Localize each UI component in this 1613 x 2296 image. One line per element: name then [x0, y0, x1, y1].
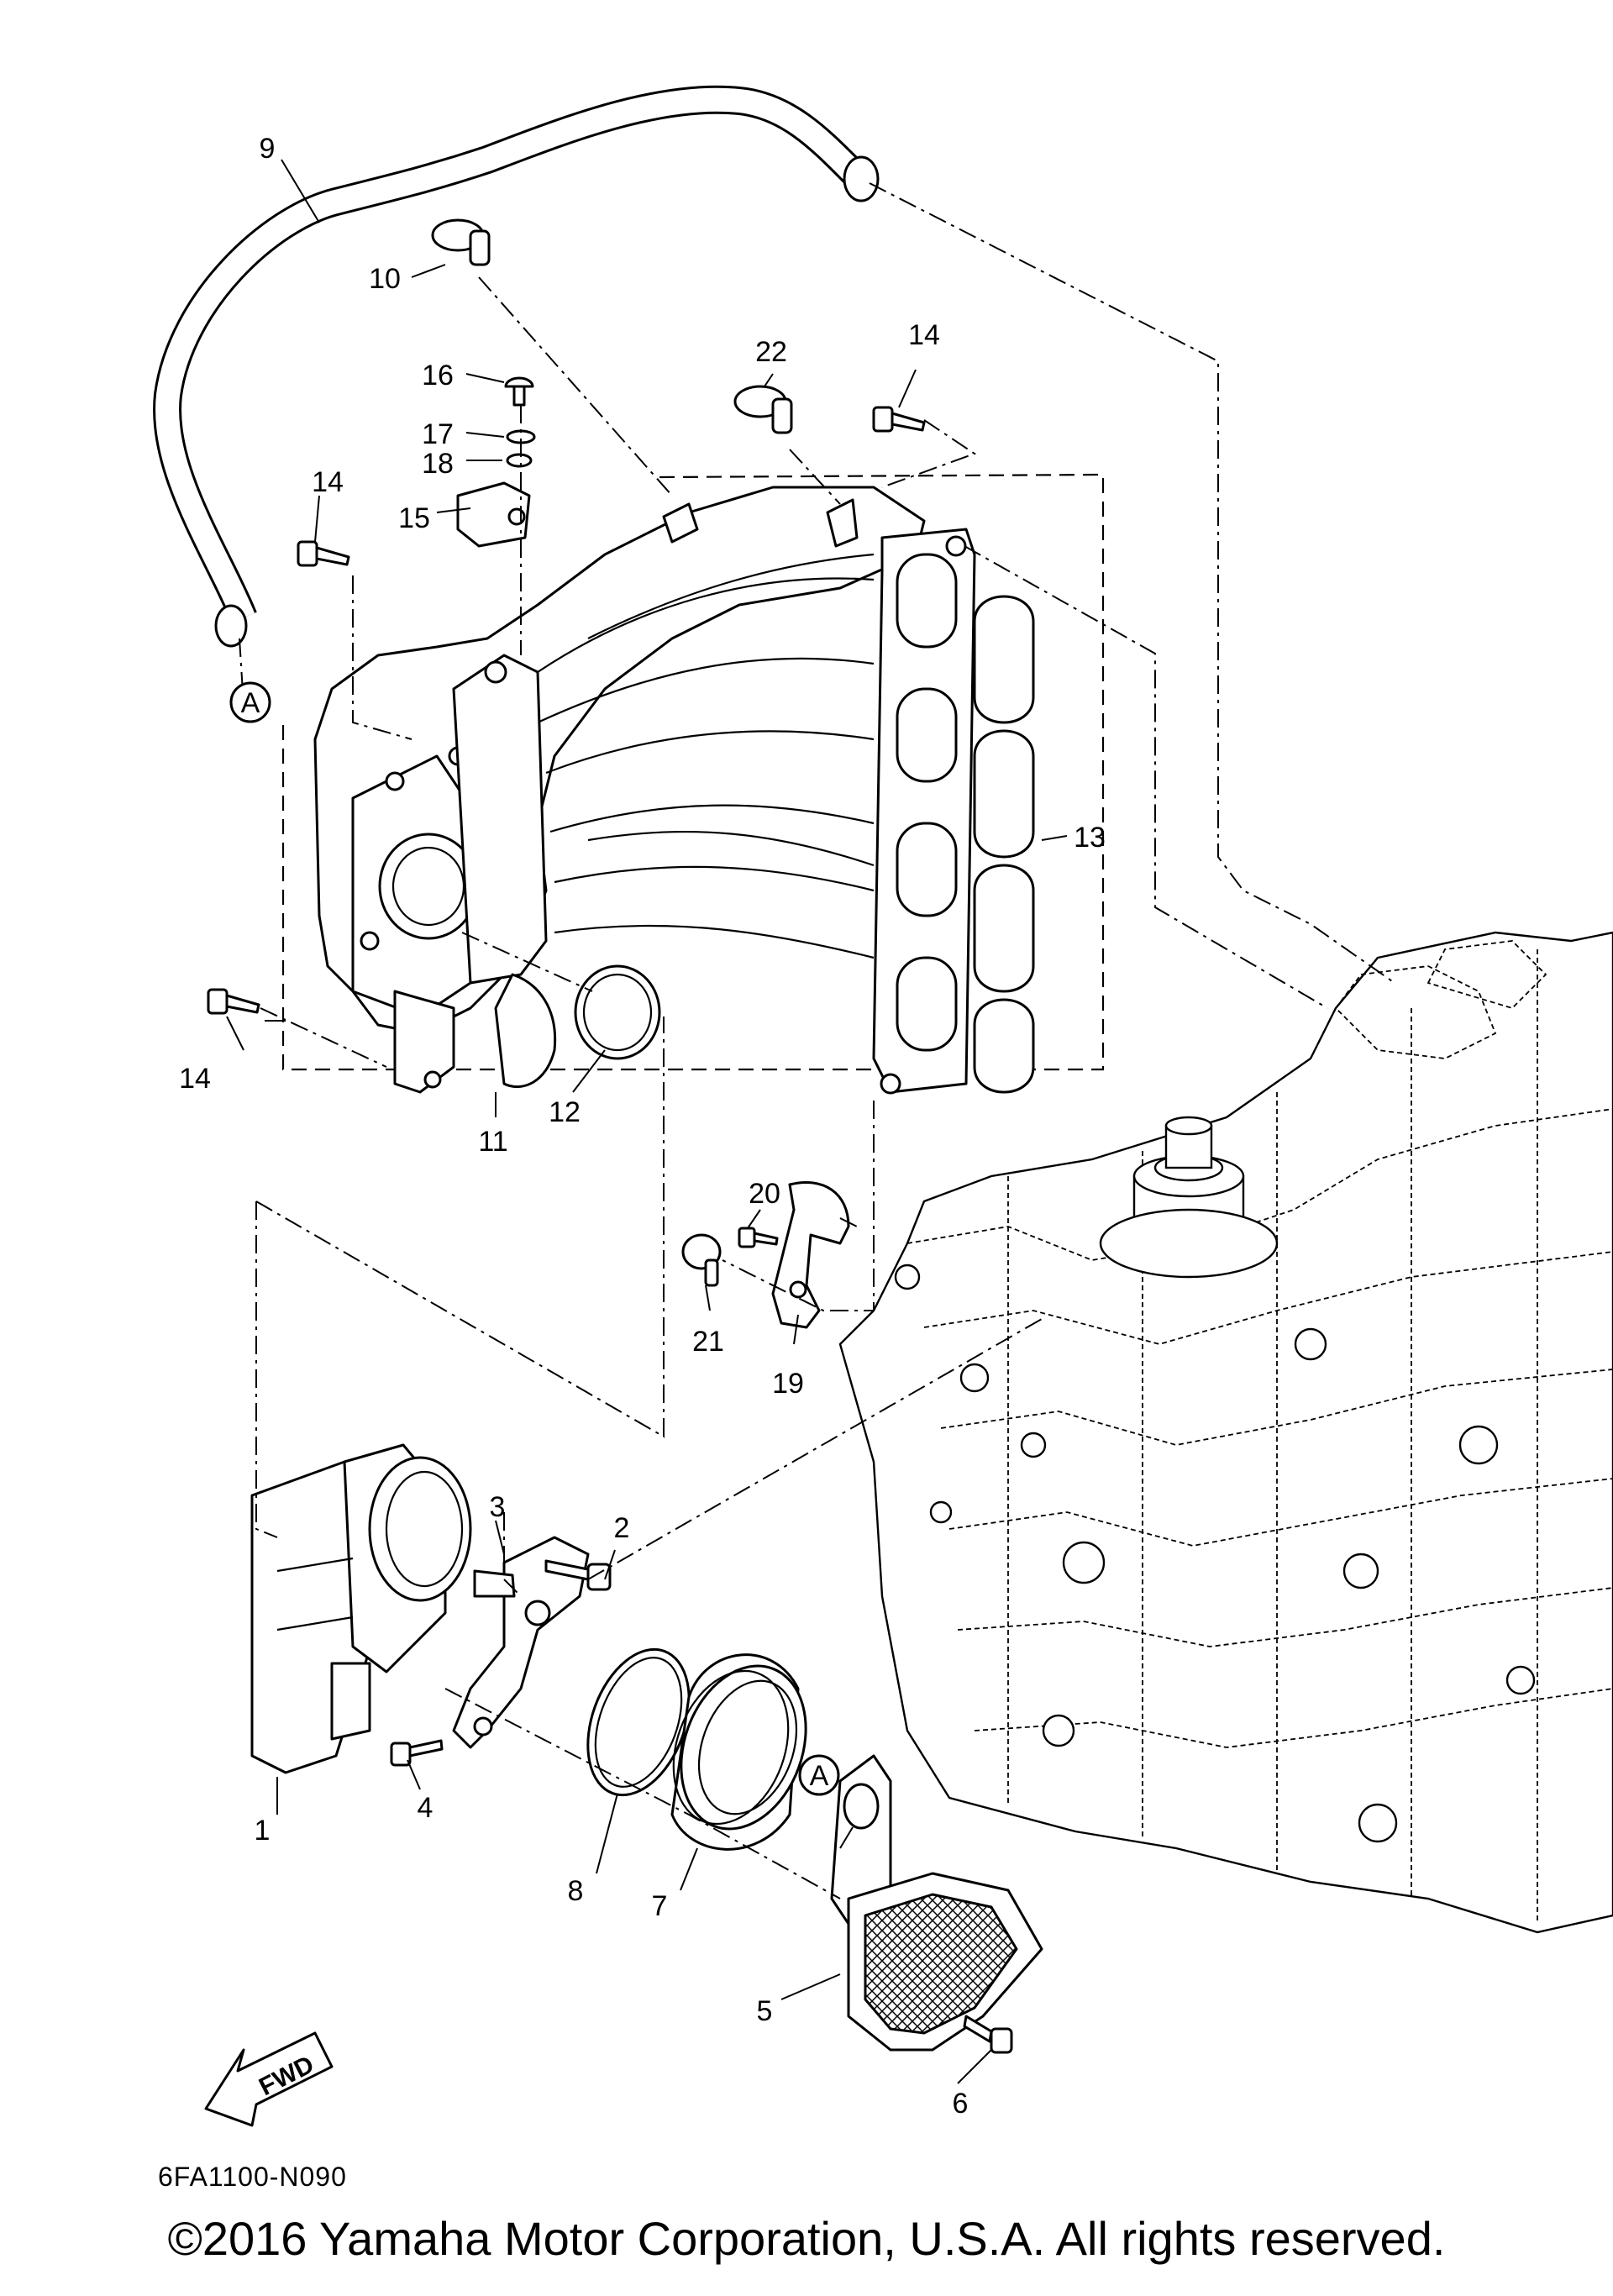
view-marker-a-top: A: [229, 681, 271, 723]
callout-15: 15: [398, 502, 430, 534]
throttle-o-ring: [574, 964, 661, 1060]
callout-10: 10: [369, 263, 401, 295]
hose-clamp-22: [733, 385, 793, 434]
bolt-20: [738, 1227, 779, 1248]
copyright-notice: ©2016 Yamaha Motor Corporation, U.S.A. A…: [167, 2212, 1446, 2265]
view-marker-a-bottom: A: [798, 1754, 840, 1796]
callout-14a: 14: [908, 319, 940, 351]
bolt-2: [544, 1559, 612, 1591]
callout-leaders: [226, 159, 1068, 2084]
callout-5: 5: [757, 1995, 773, 2027]
callout-8: 8: [568, 1875, 584, 1907]
callout-numbers: 1 2 3 4 5 6 7 8 9 10 11 12 13 14 14 14 1…: [179, 133, 1106, 2120]
screw-16: [504, 376, 534, 407]
callout-22: 22: [755, 336, 787, 368]
assembly-lines: [239, 182, 1395, 1899]
intake-silencer: [830, 1754, 1043, 2052]
callout-9: 9: [260, 133, 276, 165]
bolt-14-left: [297, 540, 350, 567]
bracket-19: [771, 1180, 850, 1329]
callout-2: 2: [614, 1512, 630, 1544]
callout-18: 18: [422, 448, 454, 480]
intake-manifold-assembly-box: [281, 473, 1105, 1071]
svg-text:A: A: [810, 1760, 829, 1792]
bolt-6: [963, 2015, 1013, 2054]
callout-11: 11: [478, 1126, 507, 1158]
callout-17: 17: [422, 418, 454, 450]
callout-21: 21: [692, 1326, 724, 1358]
engine-block: [838, 931, 1613, 1934]
intake-joint: [670, 1653, 807, 1851]
callout-6: 6: [953, 2088, 969, 2120]
callout-12: 12: [549, 1096, 581, 1128]
throttle-bracket: [452, 1536, 590, 1749]
callout-19: 19: [772, 1368, 804, 1400]
bolt-14-lower: [207, 988, 260, 1015]
fwd-arrow-icon: FWD: [204, 2031, 334, 2127]
manifold-gasket: [973, 595, 1035, 1094]
throttle-body: [250, 1443, 472, 1774]
washer-18: [506, 453, 533, 468]
hose-clamp-10: [431, 218, 491, 266]
reference-code: 6FA1100-N090: [158, 2162, 347, 2192]
callout-1: 1: [255, 1815, 271, 1847]
callout-13: 13: [1074, 822, 1106, 854]
bolt-14-top: [872, 406, 926, 433]
breather-hose: [153, 85, 880, 648]
callout-7: 7: [652, 1890, 668, 1922]
sensor-15: [456, 481, 531, 548]
callout-4: 4: [418, 1792, 433, 1824]
callout-14b: 14: [312, 466, 344, 498]
callout-14c: 14: [179, 1063, 211, 1095]
callout-3: 3: [490, 1491, 506, 1523]
bolt-4: [390, 1739, 444, 1767]
clamp-21: [681, 1233, 722, 1287]
callout-16: 16: [422, 360, 454, 391]
callout-20: 20: [749, 1178, 780, 1210]
intake-manifold: [313, 486, 976, 1095]
svg-text:A: A: [241, 687, 260, 719]
